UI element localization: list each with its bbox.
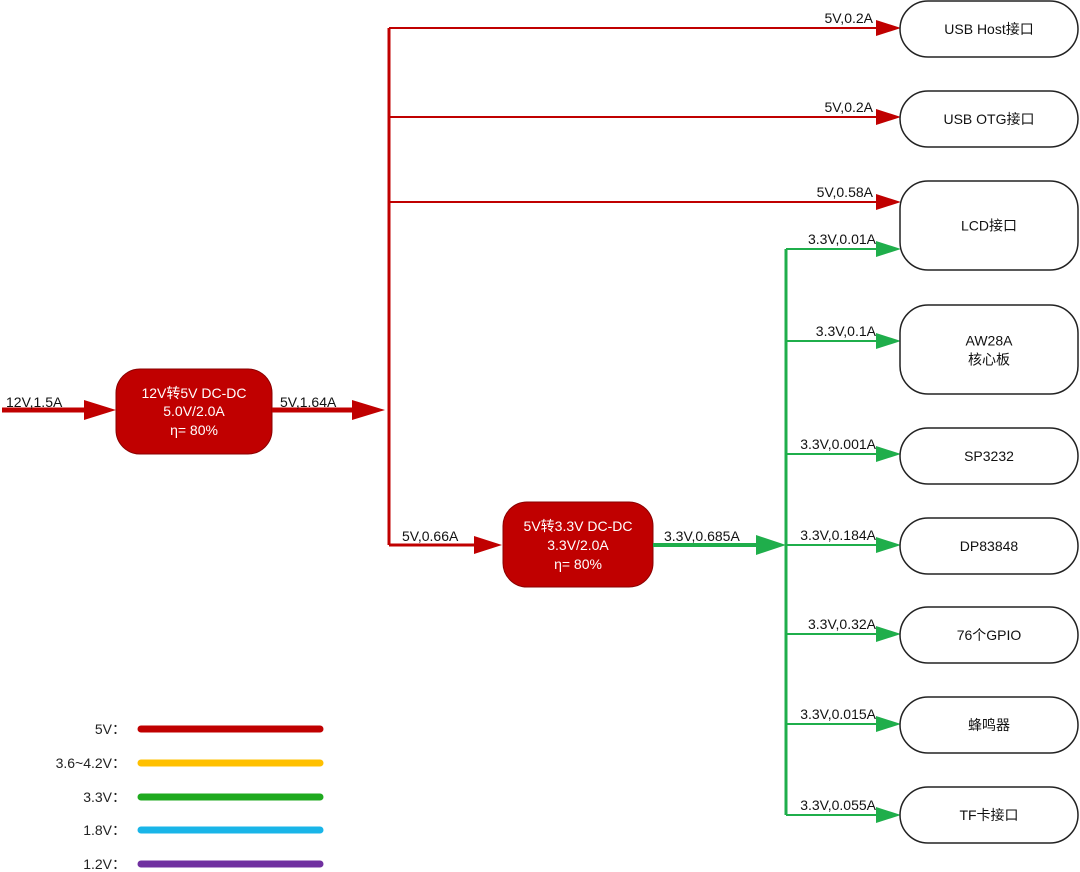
- 3v3-branch-arrowhead: [876, 626, 901, 642]
- 3v3-branch-label: 3.3V,0.1A: [816, 323, 877, 339]
- 5v-branch-label: 5V,0.2A: [824, 10, 873, 26]
- 3v3-branch-arrowhead: [876, 537, 901, 553]
- load-box-outline: [899, 606, 1079, 664]
- 3v3-branch-arrowhead: [876, 716, 901, 732]
- legend-label: 3.6~4.2V：: [56, 755, 126, 771]
- converter1-title: 12V转5V DC-DC: [141, 385, 246, 401]
- 3v3-main-label: 3.3V,0.685A: [664, 528, 740, 544]
- load-box-outline: [899, 786, 1079, 844]
- load-box: SP3232: [899, 427, 1079, 485]
- load-box-outline: [899, 696, 1079, 754]
- load-box-outline: [899, 304, 1079, 395]
- legend-label: 3.3V：: [83, 789, 126, 805]
- load-name: 蜂鸣器: [968, 717, 1010, 733]
- 3v3-branch-arrowhead: [876, 241, 901, 257]
- load-name-line2: 核心板: [968, 352, 1010, 368]
- load-box-outline: [899, 427, 1079, 485]
- 3v3-branch-label: 3.3V,0.184A: [800, 527, 876, 543]
- converter2-title: 5V转3.3V DC-DC: [524, 518, 633, 534]
- load-box: TF卡接口: [899, 786, 1079, 844]
- load-box: USB Host接口: [899, 0, 1079, 58]
- load-box: 蜂鸣器: [899, 696, 1079, 754]
- load-name: SP3232: [964, 448, 1014, 464]
- converter-5v-to-3v3: 5V转3.3V DC-DC 3.3V/2.0A η= 80%: [502, 501, 654, 588]
- 3v3-branch-arrowhead: [876, 333, 901, 349]
- load-name: DP83848: [960, 538, 1019, 554]
- 5v-to-conv2-arrowhead: [474, 536, 502, 554]
- load-box: USB OTG接口: [899, 90, 1079, 148]
- 3v3-branch-arrowhead: [876, 446, 901, 462]
- converter1-efficiency: η= 80%: [170, 422, 218, 438]
- load-name: LCD接口: [961, 218, 1017, 234]
- 5v-branch-arrowhead: [876, 109, 901, 125]
- 3v3-main-arrowhead: [756, 535, 786, 555]
- load-name: USB OTG接口: [943, 111, 1034, 127]
- load-name: USB Host接口: [944, 21, 1033, 37]
- legend-label: 5V：: [95, 721, 126, 737]
- load-box: 76个GPIO: [899, 606, 1079, 664]
- conv2-input-label: 5V,0.66A: [402, 528, 459, 544]
- load-box-outline: [899, 0, 1079, 58]
- 5v-branch-arrowhead: [876, 20, 901, 36]
- load-box: AW28A 核心板: [899, 304, 1079, 395]
- 5v-main-arrowhead: [352, 400, 385, 420]
- load-box-outline: [899, 90, 1079, 148]
- input-label: 12V,1.5A: [6, 394, 63, 410]
- input-arrowhead: [84, 400, 116, 420]
- voltage-legend: 5V： 3.6~4.2V： 3.3V： 1.8V： 1.2V：: [56, 721, 324, 872]
- 3v3-branch-label: 3.3V,0.32A: [808, 616, 877, 632]
- 5v-branch-arrowhead: [876, 194, 901, 210]
- 3v3-branch-arrowhead: [876, 807, 901, 823]
- load-name: 76个GPIO: [957, 627, 1022, 643]
- 3v3-branch-label: 3.3V,0.01A: [808, 231, 877, 247]
- 3v3-branch-label: 3.3V,0.055A: [800, 797, 876, 813]
- load-box-outline: [899, 180, 1079, 271]
- legend-label: 1.8V：: [83, 822, 126, 838]
- converter1-rating: 5.0V/2.0A: [163, 403, 225, 419]
- 5v-branch-label: 5V,0.58A: [817, 184, 874, 200]
- 5v-main-label: 5V,1.64A: [280, 394, 337, 410]
- load-box: DP83848: [899, 517, 1079, 575]
- 5v-branch-label: 5V,0.2A: [824, 99, 873, 115]
- 3v3-branch-label: 3.3V,0.015A: [800, 706, 876, 722]
- load-box-outline: [899, 517, 1079, 575]
- load-box: LCD接口: [899, 180, 1079, 271]
- load-name: TF卡接口: [959, 807, 1018, 823]
- legend-label: 1.2V：: [83, 856, 126, 872]
- converter-12v-to-5v: 12V转5V DC-DC 5.0V/2.0A η= 80%: [115, 368, 273, 455]
- load-name: AW28A: [966, 333, 1014, 349]
- 3v3-branch-label: 3.3V,0.001A: [800, 436, 876, 452]
- converter2-efficiency: η= 80%: [554, 556, 602, 572]
- converter2-rating: 3.3V/2.0A: [547, 537, 609, 553]
